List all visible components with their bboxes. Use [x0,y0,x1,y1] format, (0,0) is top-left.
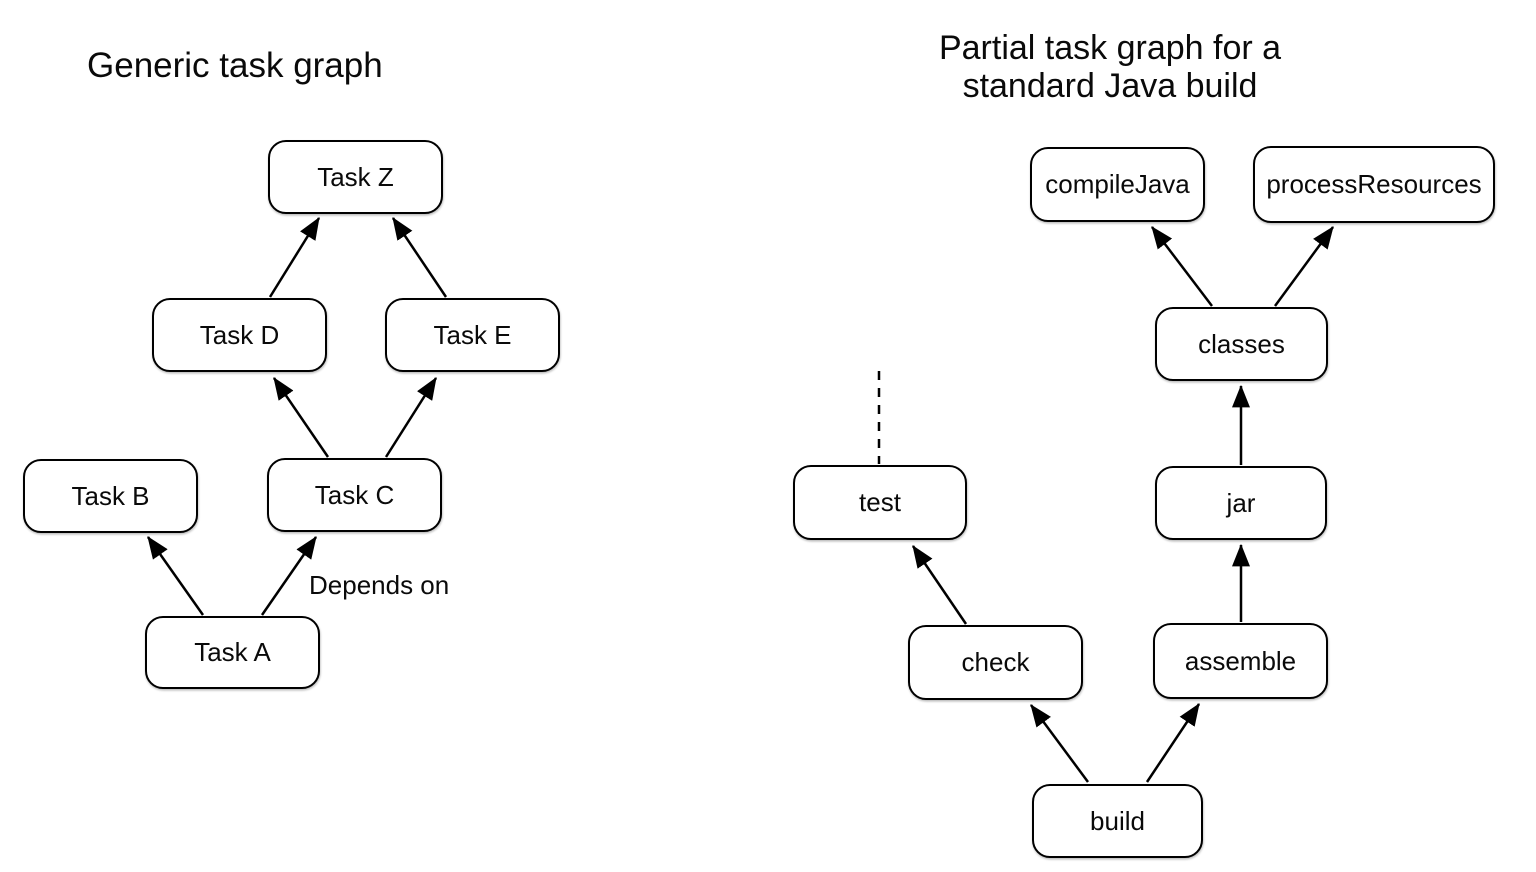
node-processresources: processResources [1253,146,1495,223]
node-jar-label: jar [1226,487,1256,518]
left-graph-title: Generic task graph [87,46,383,85]
edge-taskE-taskZ [391,217,448,298]
node-assemble: assemble [1153,623,1328,699]
edge-taskC-taskD [272,377,330,458]
node-test: test [793,465,967,540]
edge-build-assemble [1145,703,1201,783]
node-classes: classes [1155,307,1328,381]
node-test-label: test [859,487,901,517]
node-task-d: Task D [152,298,327,372]
node-task-e: Task E [385,298,560,372]
node-processresources-label: processResources [1266,169,1482,199]
edge-taskD-taskZ [268,217,321,298]
edge-taskC-taskE [384,377,438,458]
node-compilejava: compileJava [1030,147,1205,222]
node-compilejava-label: compileJava [1045,169,1190,199]
node-assemble-label: assemble [1184,645,1297,676]
edge-classes-compileJava [1151,226,1213,307]
node-task-c-label: Task C [314,479,395,510]
node-task-d-label: Task D [199,319,280,350]
node-classes-label: classes [1198,328,1285,359]
node-task-b-label: Task B [71,480,150,511]
node-build: build [1032,784,1203,858]
right-graph-title: Partial task graph for a standard Java b… [890,29,1330,105]
edge-classes-processResources [1273,226,1335,307]
edge-label-depends-on: Depends on [309,570,450,600]
node-task-a-label: Task A [194,637,271,667]
edge-taskA-taskB [146,536,205,616]
node-check-label: check [961,647,1030,677]
node-task-e-label: Task E [433,319,512,350]
edge-build-check [1029,704,1090,783]
node-task-c: Task C [267,458,442,532]
right-graph-title-line2: standard Java build [962,67,1258,105]
edge-check-test [911,545,968,625]
node-task-z: Task Z [268,140,443,214]
node-task-a: Task A [145,616,320,689]
node-check: check [908,625,1083,700]
edge-taskA-taskC [260,536,318,616]
right-graph-title-line1: Partial task graph for a [938,29,1282,67]
node-jar: jar [1155,466,1327,540]
node-build-label: build [1090,805,1145,836]
node-task-b: Task B [23,459,198,533]
node-task-z-label: Task Z [317,161,394,192]
